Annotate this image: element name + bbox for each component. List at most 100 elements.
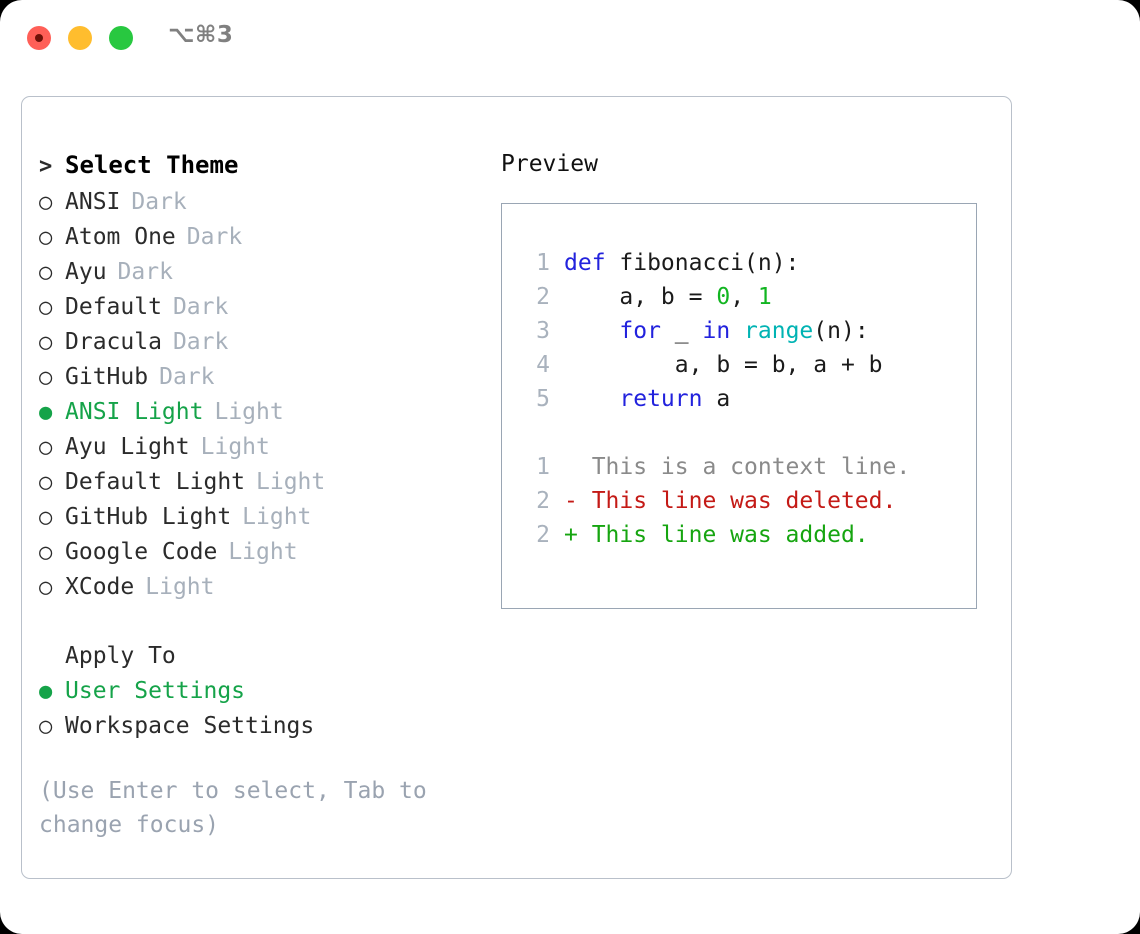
radio-selected-icon: ●	[39, 679, 53, 704]
code-token: a	[702, 386, 731, 412]
theme-name: GitHub	[65, 364, 149, 390]
theme-name: ANSI	[65, 189, 121, 215]
window-controls	[27, 26, 133, 50]
theme-list-item[interactable]: ○ XCode Light	[39, 570, 489, 605]
keyboard-shortcut-label: ⌥⌘3	[168, 22, 234, 48]
theme-name: Ayu Light	[65, 434, 190, 460]
maximize-button[interactable]	[109, 26, 133, 50]
apply-to-title: Apply To	[65, 643, 176, 669]
apply-to-item[interactable]: ○Workspace Settings	[39, 709, 489, 744]
code-token: def	[564, 250, 620, 276]
apply-to-heading: Apply To	[39, 639, 489, 674]
theme-variant-label: Light	[214, 399, 284, 425]
select-theme-heading: >Select Theme	[39, 147, 489, 185]
radio-unselected-icon: ○	[39, 435, 53, 460]
apply-to-indent	[39, 640, 65, 674]
theme-variant-label: Light	[256, 469, 326, 495]
code-token: in	[702, 318, 731, 344]
radio-unselected-icon: ○	[39, 540, 53, 565]
apply-to-item[interactable]: ● User Settings	[39, 674, 489, 709]
line-number: 4	[536, 352, 550, 378]
apply-to-label: User Settings	[65, 678, 246, 704]
code-token: (n):	[813, 318, 869, 344]
line-number: 2	[536, 284, 550, 310]
diff-text: - This line was deleted.	[564, 488, 897, 514]
code-diff-spacer	[520, 416, 976, 450]
radio-selected-icon: ●	[39, 400, 53, 425]
radio-unselected-icon: ○	[39, 225, 53, 250]
theme-variant-label: Light	[200, 434, 270, 460]
theme-name: Dracula	[65, 329, 162, 355]
radio-unselected-icon: ○	[39, 470, 53, 495]
code-token	[730, 318, 744, 344]
radio-unselected-icon: ○	[39, 505, 53, 530]
minimize-button[interactable]	[68, 26, 92, 50]
theme-name: GitHub Light	[65, 504, 232, 530]
radio-unselected-icon: ○	[39, 575, 53, 600]
code-token	[564, 318, 619, 344]
code-token: _	[660, 318, 703, 344]
code-text: def fibonacci(n):	[564, 246, 799, 280]
theme-list-item[interactable]: ○ Ayu Light Light	[39, 430, 489, 465]
line-number: 2	[536, 488, 550, 514]
theme-variant-label: Dark	[172, 329, 229, 355]
code-line: 5 return a	[520, 382, 976, 416]
theme-list-item[interactable]: ○ Ayu Dark	[39, 255, 489, 290]
code-line: 3 for _ in range(n):	[520, 314, 976, 348]
code-token: 1	[757, 284, 772, 310]
radio-unselected-icon: ○	[39, 365, 53, 390]
code-text: for _ in range(n):	[564, 314, 869, 348]
radio-unselected-icon: ○	[39, 190, 53, 215]
diff-line: 2+ This line was added.	[520, 518, 976, 552]
code-line: 4 a, b = b, a + b	[520, 348, 976, 382]
title-bar: ⌥⌘3	[0, 0, 1140, 78]
code-line: 2 a, b = 0, 1	[520, 280, 976, 314]
theme-variant-label: Dark	[117, 259, 173, 285]
code-token: 0	[716, 284, 731, 310]
diff-text: This is a context line.	[564, 454, 911, 480]
code-token: for	[619, 318, 661, 344]
diff-sample: 1 This is a context line. 2 - This line wa…	[520, 450, 976, 552]
theme-name: Ayu	[65, 259, 107, 285]
apply-to-list: ● User Settings ○Workspace Settings	[39, 674, 489, 744]
theme-name: Atom One	[65, 224, 176, 250]
diff-text: + This line was added.	[564, 522, 869, 548]
theme-name: XCode	[65, 574, 135, 600]
code-text: a, b = 0, 1	[564, 280, 772, 314]
apply-to-label: Workspace Settings	[65, 713, 315, 739]
radio-unselected-icon: ○	[39, 260, 53, 285]
theme-list-item[interactable]: ○ GitHub Dark	[39, 360, 489, 395]
theme-variant-label: Light	[228, 539, 298, 565]
theme-variant-label: Dark	[131, 189, 187, 215]
select-theme-title: Select Theme	[65, 151, 239, 179]
code-token: a, b = b, a + b	[564, 352, 883, 378]
theme-variant-label: Dark	[159, 364, 215, 390]
theme-list-item[interactable]: ○ Google Code Light	[39, 535, 489, 570]
code-token: return	[619, 386, 703, 412]
keyboard-hint: (Use Enter to select, Tab to change focu…	[39, 778, 441, 838]
line-number: 5	[536, 386, 550, 412]
theme-name: Default	[65, 294, 162, 320]
section-spacer	[39, 605, 489, 639]
line-number: 1	[536, 454, 550, 480]
close-button[interactable]	[27, 26, 51, 50]
theme-variant-label: Light	[145, 574, 215, 600]
code-token	[564, 386, 619, 412]
theme-list-item[interactable]: ○ ANSI Dark	[39, 185, 489, 220]
theme-name: Google Code	[65, 539, 218, 565]
code-text: a, b = b, a + b	[564, 348, 883, 382]
